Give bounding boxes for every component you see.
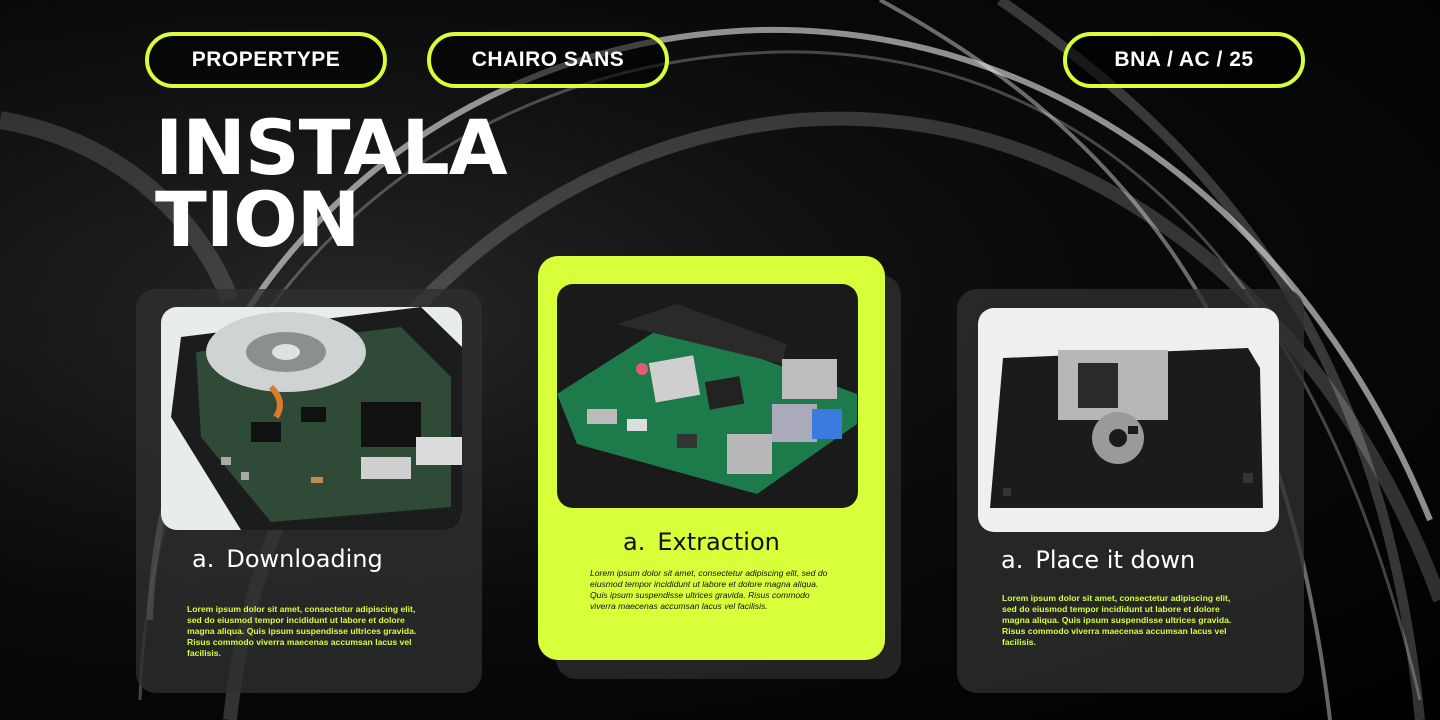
- card-heading: a. Extraction: [623, 528, 780, 556]
- card-description: Lorem ipsum dolor sit amet, consectetur …: [1002, 593, 1232, 647]
- tag-code: BNA / AC / 25: [1063, 32, 1305, 88]
- page-title: INSTALA TION: [155, 110, 555, 258]
- tag-font-name: CHAIRO SANS: [427, 32, 669, 88]
- tag-propertype: PROPERTYPE: [145, 32, 387, 88]
- card-number: a.: [623, 528, 646, 556]
- title-line-2: TION: [155, 175, 360, 264]
- card-extraction[interactable]: a. Extraction Lorem ipsum dolor sit amet,…: [538, 256, 885, 660]
- card-downloading[interactable]: a. Downloading Lorem ipsum dolor sit amet…: [136, 289, 482, 693]
- card-place-it-down[interactable]: a. Place it down Lorem ipsum dolor sit am…: [957, 289, 1304, 693]
- circuit-board-image: [557, 284, 858, 508]
- card-title: Extraction: [657, 528, 780, 556]
- card-title: Place it down: [1035, 546, 1196, 574]
- card-number: a.: [192, 545, 215, 573]
- hard-drive-image: [161, 307, 462, 530]
- card-heading: a. Downloading: [192, 545, 383, 573]
- card-number: a.: [1001, 546, 1024, 574]
- title-line-1: INSTALA: [155, 103, 508, 192]
- floppy-disk-image: [978, 308, 1279, 532]
- card-description: Lorem ipsum dolor sit amet, consectetur …: [590, 568, 828, 611]
- card-title: Downloading: [226, 545, 383, 573]
- card-description: Lorem ipsum dolor sit amet, consectetur …: [187, 604, 417, 658]
- card-heading: a. Place it down: [1001, 546, 1195, 574]
